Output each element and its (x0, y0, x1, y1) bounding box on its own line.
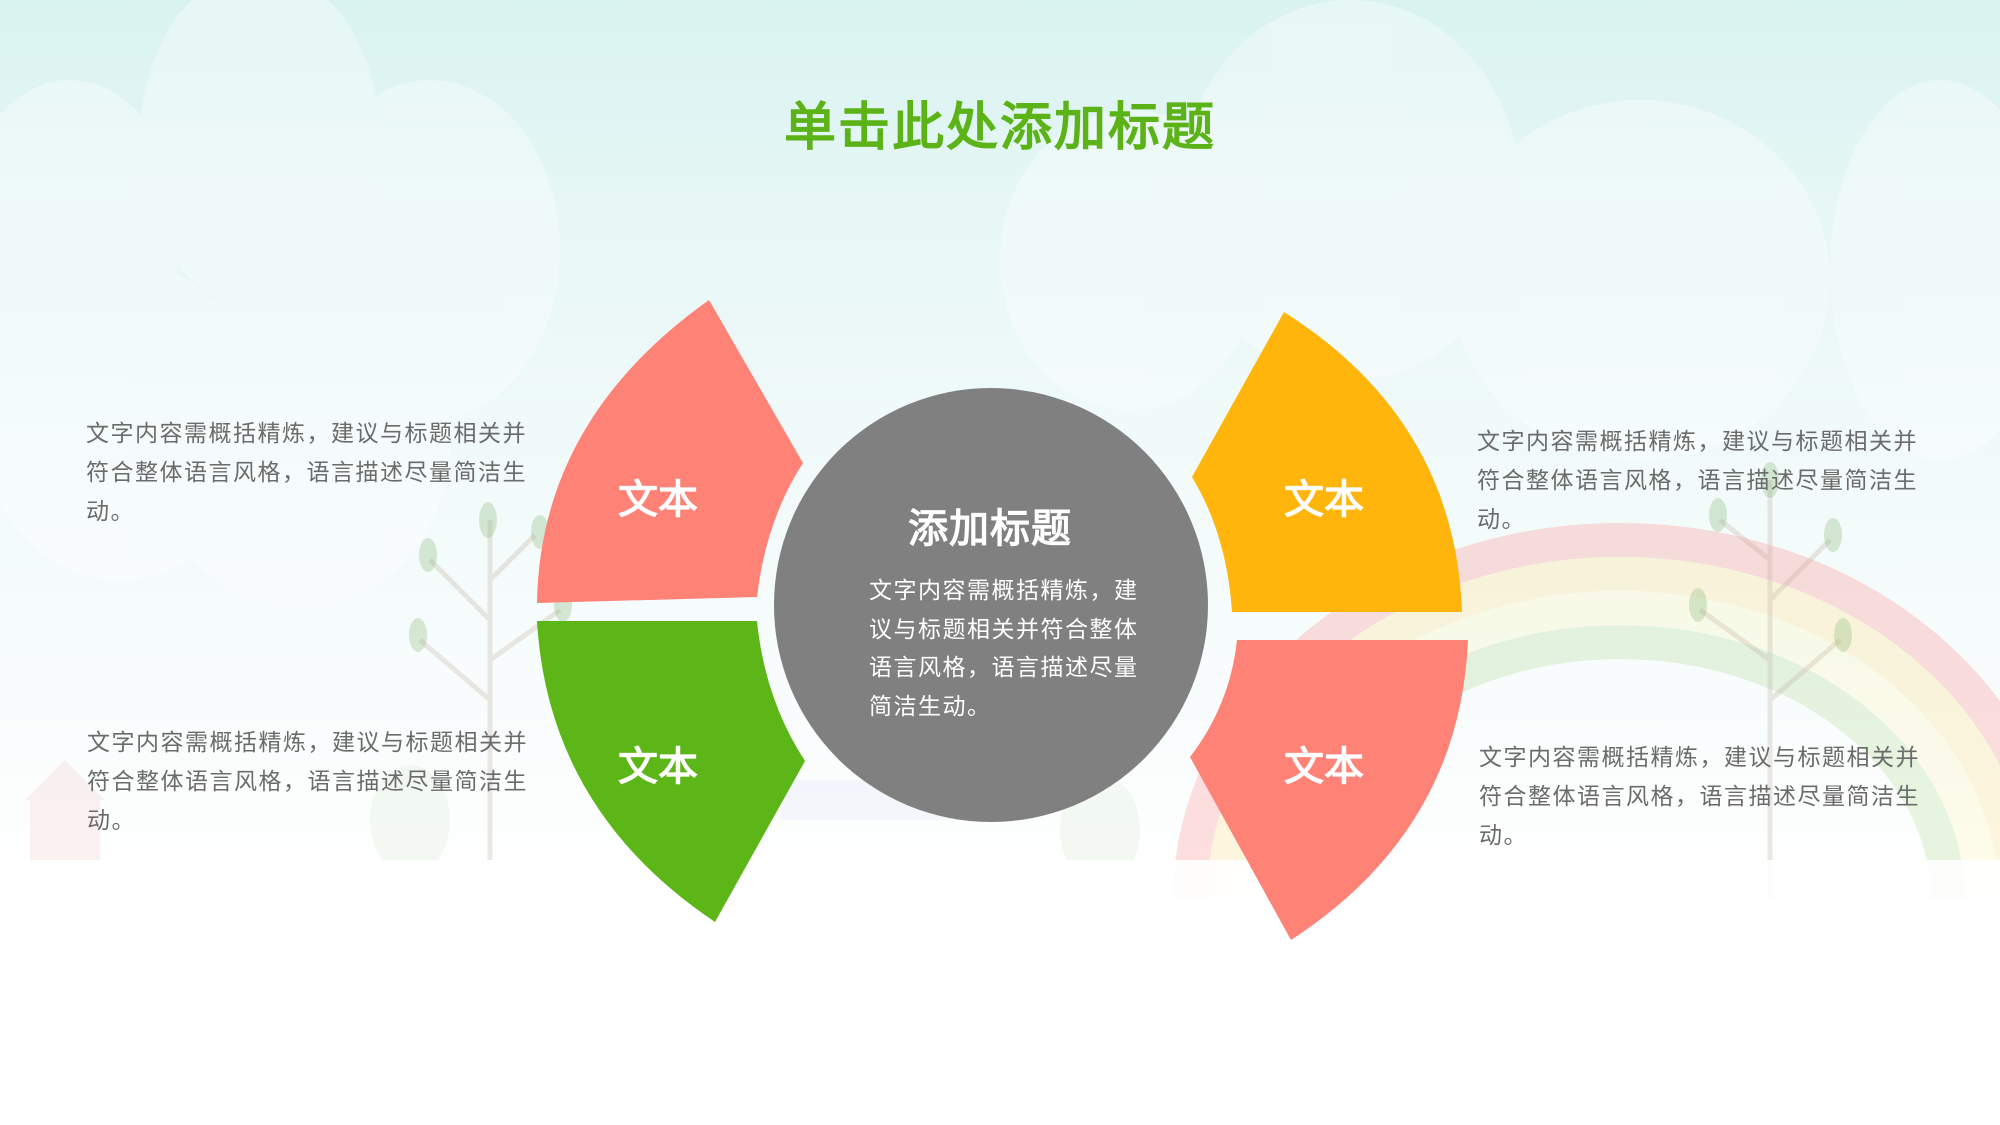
segment-label-top-left: 文本 (618, 477, 698, 523)
segment-label-top-right: 文本 (1284, 477, 1364, 523)
center-title[interactable]: 添加标题 (908, 506, 1072, 552)
side-text-top-right[interactable]: 文字内容需概括精炼，建议与标题相关并符合整体语言风格，语言描述尽量简洁生动。 (1477, 429, 1918, 533)
slide-title[interactable]: 单击此处添加标题 (783, 97, 1216, 158)
side-text-bottom-right[interactable]: 文字内容需概括精炼，建议与标题相关并符合整体语言风格，语言描述尽量简洁生动。 (1479, 745, 1920, 849)
segment-bottom-right[interactable] (1190, 640, 1468, 940)
segment-label-bottom-right: 文本 (1284, 744, 1364, 790)
center-body-text[interactable]: 文字内容需概括精炼，建议与标题相关并符合整体语言风格，语言描述尽量简洁生动。 (869, 578, 1139, 720)
segment-label-bottom-left: 文本 (618, 744, 698, 790)
segment-top-right[interactable] (1192, 312, 1462, 612)
center-circle[interactable] (774, 388, 1208, 822)
segment-top-left[interactable] (537, 300, 803, 603)
side-text-top-left[interactable]: 文字内容需概括精炼，建议与标题相关并符合整体语言风格，语言描述尽量简洁生动。 (86, 421, 527, 525)
side-text-bottom-left[interactable]: 文字内容需概括精炼，建议与标题相关并符合整体语言风格，语言描述尽量简洁生动。 (87, 730, 528, 834)
segment-bottom-left[interactable] (537, 621, 805, 922)
